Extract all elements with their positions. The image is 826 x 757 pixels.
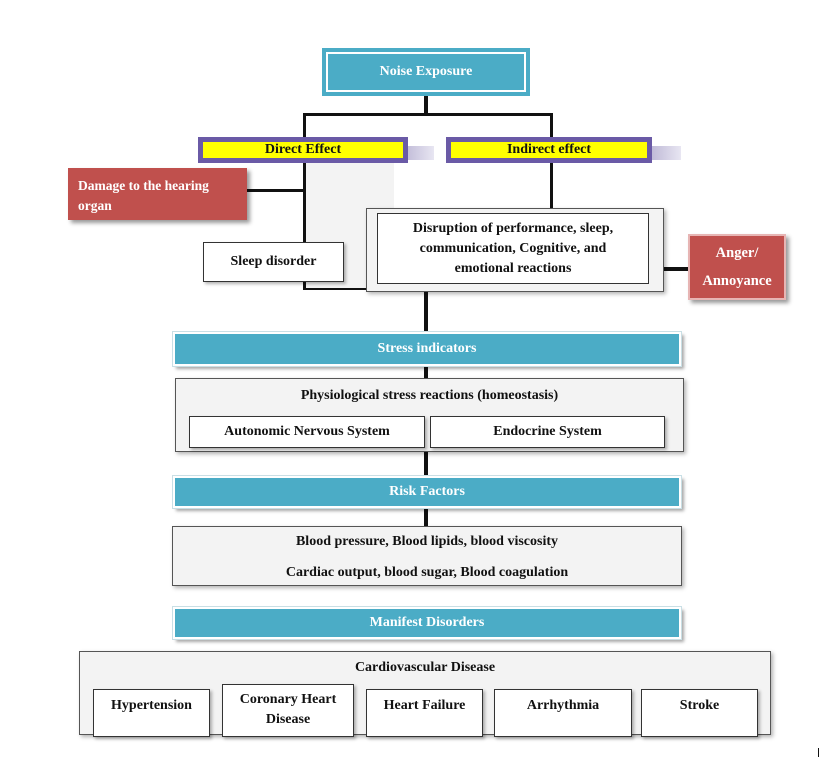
- direct-effect-box: Direct Effect: [203, 142, 403, 158]
- autonomic-nervous-system-box: Autonomic Nervous System: [189, 416, 425, 448]
- connector-to-risk: [424, 452, 428, 476]
- stress-indicators-label: Stress indicators: [377, 341, 477, 356]
- coronary-heart-disease-box: Coronary Heart Disease: [222, 684, 354, 737]
- risk-factors-header: Risk Factors: [172, 475, 682, 509]
- disruption-box: Disruption of performance, sleep, commun…: [377, 213, 649, 284]
- connector-indirect-vertical: [550, 113, 553, 143]
- cardiovascular-disease-label: Cardiovascular Disease: [354, 660, 496, 675]
- indirect-effect-label: Indirect effect: [506, 142, 592, 157]
- endocrine-system-box: Endocrine System: [430, 416, 665, 448]
- endocrine-system-label: Endocrine System: [493, 424, 602, 439]
- damage-hearing-box: Damage to the hearing organ: [68, 168, 247, 220]
- heart-failure-label: Heart Failure: [383, 698, 466, 713]
- connector-to-stress: [424, 292, 428, 332]
- connector-stress-to-panel: [424, 366, 428, 378]
- connector-top-vertical: [424, 95, 428, 115]
- direct-effect-shadow: [400, 146, 434, 160]
- connector-risk-to-panel: [424, 508, 428, 526]
- connector-anger: [664, 267, 688, 271]
- indirect-effect-shadow: [647, 146, 681, 160]
- physiological-reactions-label: Physiological stress reactions (homeosta…: [300, 388, 559, 403]
- disruption-line3: emotional reactions: [454, 260, 572, 276]
- anger-line2: Annoyance: [702, 273, 772, 289]
- connector-top-horizontal: [303, 113, 553, 116]
- heart-failure-box: Heart Failure: [366, 689, 483, 737]
- connector-indirect-down: [550, 160, 553, 208]
- connector-direct-vertical: [303, 113, 306, 143]
- stroke-label: Stroke: [679, 698, 720, 713]
- indirect-effect-box: Indirect effect: [451, 142, 647, 158]
- connector-damage: [247, 189, 305, 192]
- damage-hearing-line1: Damage to the hearing: [78, 178, 209, 193]
- hypertension-label: Hypertension: [111, 698, 192, 713]
- text-cursor-icon: [818, 748, 819, 757]
- arrhythmia-label: Arrhythmia: [526, 698, 600, 713]
- noise-exposure-box: Noise Exposure: [322, 48, 530, 96]
- risk-factors-panel: Blood pressure, Blood lipids, blood visc…: [172, 526, 682, 586]
- risk-factors-label: Risk Factors: [389, 484, 465, 499]
- disruption-line1: Disruption of performance, sleep,: [412, 220, 614, 236]
- manifest-disorders-label: Manifest Disorders: [369, 615, 485, 630]
- autonomic-nervous-system-label: Autonomic Nervous System: [224, 424, 390, 439]
- coronary-heart-line2: Disease: [265, 712, 311, 727]
- manifest-disorders-header: Manifest Disorders: [172, 606, 682, 640]
- stress-indicators-header: Stress indicators: [172, 331, 682, 367]
- stroke-box: Stroke: [641, 689, 758, 737]
- anger-line1: Anger/: [715, 245, 759, 261]
- hypertension-box: Hypertension: [93, 689, 210, 737]
- coronary-heart-line1: Coronary Heart: [239, 692, 337, 707]
- direct-effect-label: Direct Effect: [264, 142, 342, 157]
- risk-line1: Blood pressure, Blood lipids, blood visc…: [295, 534, 559, 549]
- anger-annoyance-box: Anger/ Annoyance: [688, 234, 786, 300]
- connector-direct-down: [303, 160, 305, 290]
- arrhythmia-box: Arrhythmia: [494, 689, 632, 737]
- sleep-disorder-label: Sleep disorder: [230, 254, 317, 269]
- disruption-line2: communication, Cognitive, and: [419, 240, 607, 256]
- sleep-disorder-box: Sleep disorder: [203, 242, 344, 282]
- noise-exposure-label: Noise Exposure: [379, 64, 473, 79]
- risk-line2: Cardiac output, blood sugar, Blood coagu…: [285, 565, 569, 580]
- damage-hearing-line2: organ: [78, 198, 112, 213]
